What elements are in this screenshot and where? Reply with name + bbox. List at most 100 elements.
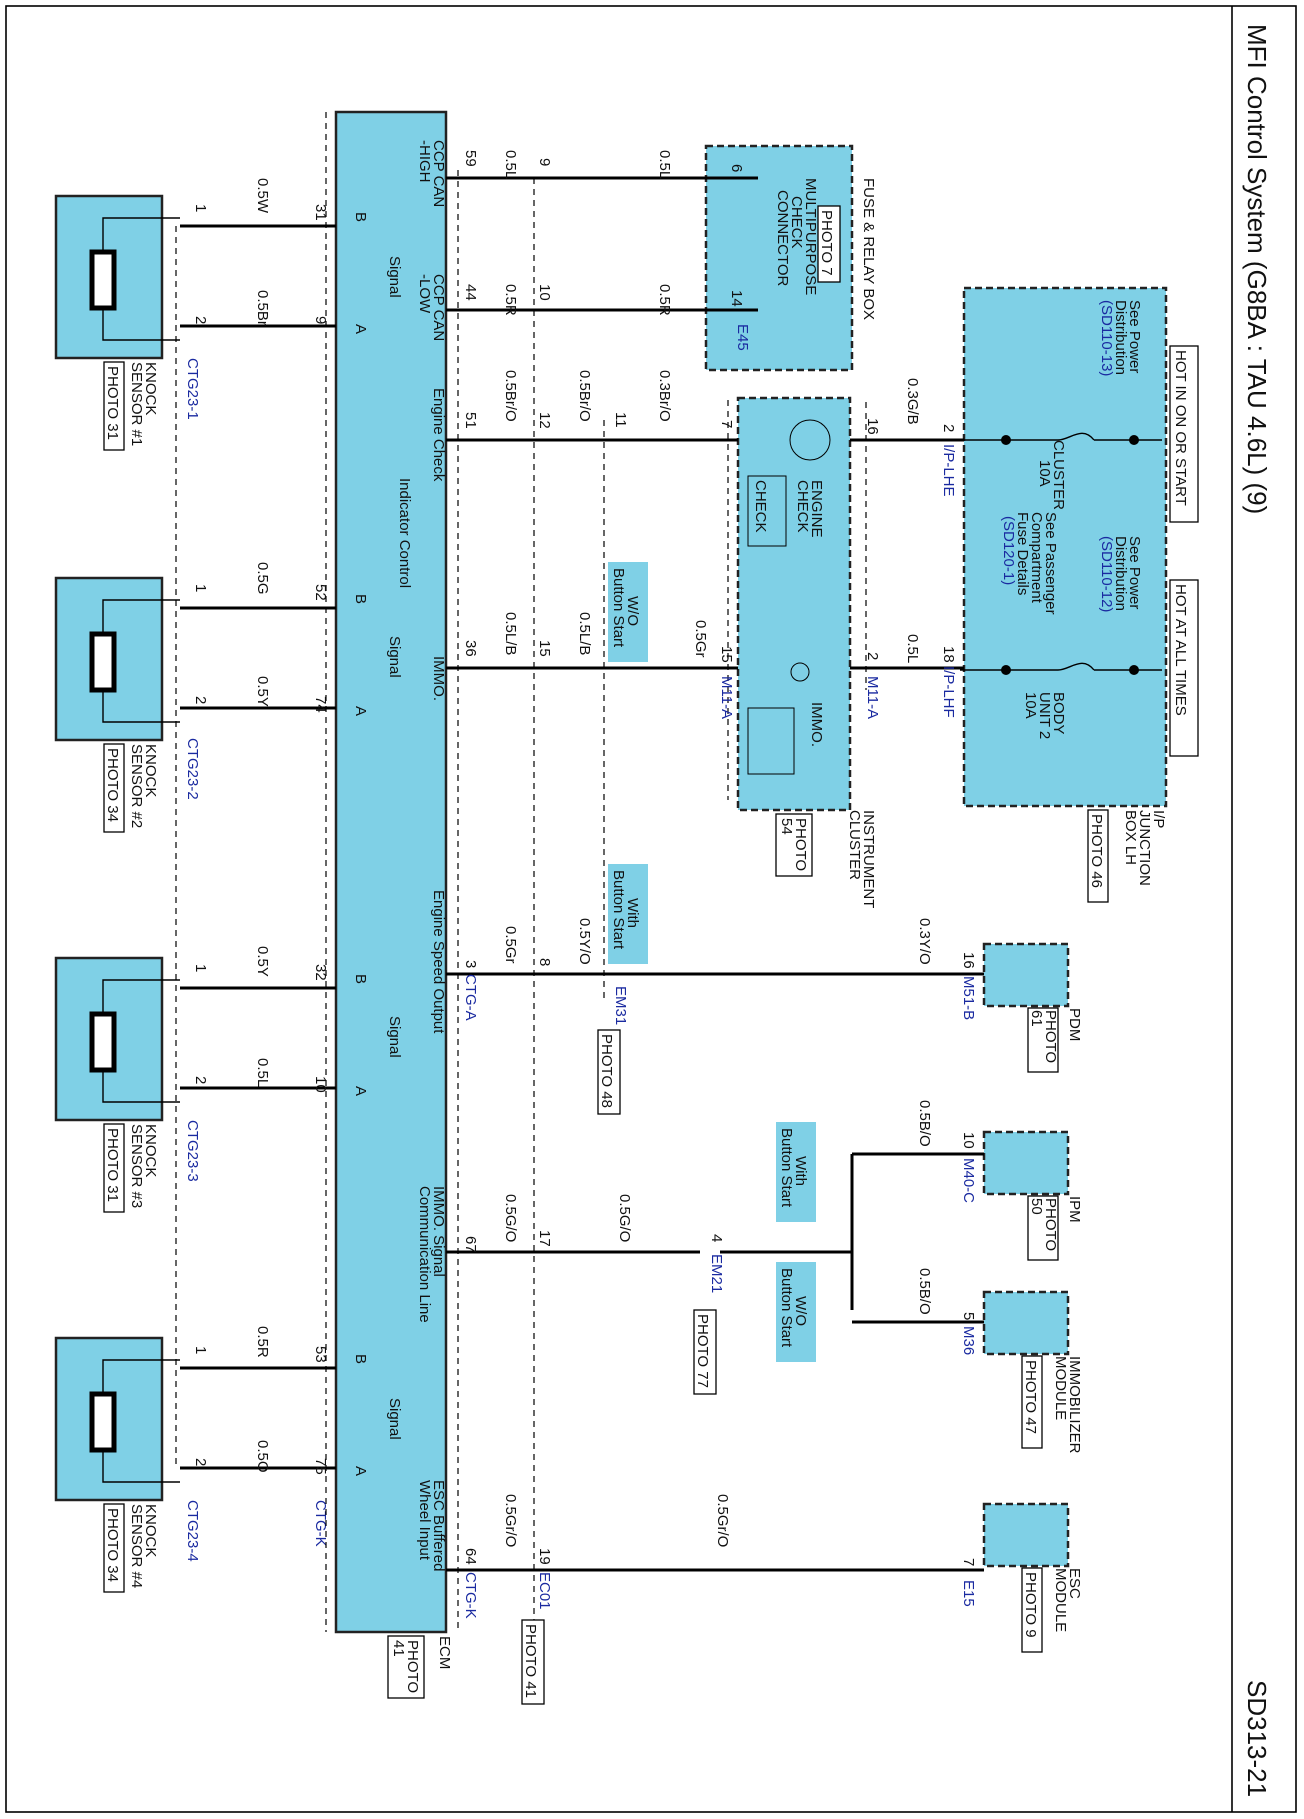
button-start-note-box: [608, 864, 648, 964]
check-connector-name-1: MULTIPURPOSE: [802, 178, 819, 295]
photo-tag-box: [597, 1029, 621, 1115]
pin-wire-label: 3: [462, 960, 479, 968]
pin-wire-label: 9: [312, 316, 329, 324]
cluster-name-2: CLUSTER: [846, 810, 863, 880]
pin-wire-label: B: [352, 974, 369, 984]
main-wiring: [446, 176, 984, 1572]
shield-lines: [175, 112, 867, 1632]
jb-name-1: I/P: [1150, 810, 1167, 828]
ref-sd110-12: (SD110-12): [1098, 536, 1115, 612]
pin-wire-label: 1: [192, 1346, 209, 1354]
pdm-photo-1: PHOTO: [1042, 1010, 1059, 1063]
knock-3-name-1: KNOCK: [142, 1124, 159, 1177]
pin-wire-label: 32: [312, 964, 329, 981]
pin-wire-label: 53: [312, 1346, 329, 1363]
ipm-photo-box: [1027, 1195, 1059, 1261]
cluster-photo-box: [775, 813, 813, 877]
connector-ctg23-1: CTG23-1: [184, 358, 201, 420]
immobilizer-photo-box: [1021, 1355, 1043, 1449]
pin-wire-label: 0.5L: [502, 150, 519, 179]
fuse-relay-box-label: FUSE & RELAY BOX: [860, 178, 877, 320]
cluster-fuse-name: CLUSTER: [1050, 440, 1067, 510]
junction-dot: [1129, 435, 1139, 445]
pin-wire-label: 0.3Br/O: [656, 370, 673, 422]
connector-code-label: E15: [960, 1580, 977, 1607]
distribution-2: Distribution: [1112, 536, 1129, 611]
button-start-note: Button Start: [610, 870, 627, 950]
knock-4-name-1: KNOCK: [142, 1504, 159, 1557]
pin-wire-label: 36: [462, 640, 479, 657]
connector-code-label: M40-C: [960, 1158, 977, 1203]
ecm-label-engine-check: Engine Check: [430, 388, 447, 482]
photo-tag-box: [693, 1309, 717, 1395]
connector-code-label: CTG-A: [462, 974, 479, 1021]
passenger-note-1: See Passenger: [1042, 512, 1059, 615]
pin-wire-label: 9: [536, 158, 553, 166]
button-start-note: With: [624, 898, 641, 928]
immobilizer-photo: PHOTO 47: [1022, 1360, 1039, 1434]
junction-dot: [1001, 435, 1011, 445]
engine-check-text-1: ENGINE: [808, 480, 825, 538]
photo-tag: PHOTO 48: [598, 1034, 615, 1108]
pin-wire-label: 0.5W: [254, 178, 271, 214]
jb-photo-box: [1087, 809, 1109, 903]
button-start-note: W/O: [624, 596, 641, 626]
pin-wire-label: 2: [192, 696, 209, 704]
ecm-label-esc-1: ESC Buffered: [430, 1480, 447, 1571]
pin-wire-label: 0.5Br: [254, 290, 271, 326]
pin-wire-label: 0.3G/B: [904, 378, 921, 425]
pin-wire-label: A: [352, 1466, 369, 1476]
ref-sd110-13: (SD110-13): [1098, 300, 1115, 376]
esc-photo-box: [1021, 1567, 1043, 1653]
pin-wire-label: A: [352, 1086, 369, 1096]
pin-wire-label: 4: [708, 1234, 725, 1242]
engine-check-lamp-icon: [789, 419, 831, 461]
pin-wire-label: 10: [960, 1132, 977, 1149]
pin-wire-label: 0.5G: [254, 562, 271, 595]
pin-wire-label: 1: [192, 204, 209, 212]
cluster-photo-2: 54: [778, 818, 795, 835]
ecm-label-immo-signal-2: Communication Line: [416, 1186, 433, 1323]
pin-wire-label: 0.5G/O: [502, 1194, 519, 1242]
hot-in-on-start-label: [1169, 345, 1199, 523]
ecm-label-ccp-high-1: CCP CAN: [430, 140, 447, 207]
connector-code-label: EM21: [708, 1254, 725, 1293]
page-title: MFI Control System (G8BA : TAU 4.6L) (9): [1242, 24, 1272, 514]
knock-4-name-2: SENSOR #4: [128, 1504, 145, 1588]
pin-wire-label: 0.3Y/O: [916, 918, 933, 965]
knock-4-photo: PHOTO 34: [104, 1508, 121, 1582]
pin-wire-label: 16: [864, 418, 881, 435]
pdm-name: PDM: [1066, 1008, 1083, 1041]
pin-wire-label: 0.5Gr: [692, 620, 709, 658]
connector-code-label: I/P-LHE: [940, 444, 957, 497]
ecm-photo-1: PHOTO: [404, 1640, 421, 1693]
signal-label-1: Signal: [386, 256, 403, 298]
pin-wire-label: 67: [462, 1236, 479, 1253]
pin-wire-label: 51: [462, 412, 479, 429]
knock-3-photo-box: [103, 1123, 125, 1213]
pin-wire-label: 64: [462, 1548, 479, 1565]
connector-code-label: M11-A: [864, 676, 881, 719]
esc-name-2: MODULE: [1052, 1568, 1069, 1632]
body-fuse-unit: UNIT 2: [1036, 692, 1053, 739]
pin-wire-label: 0.5R: [502, 284, 519, 316]
ipm-name: IPM: [1066, 1196, 1083, 1223]
photo-tag: PHOTO 77: [694, 1314, 711, 1388]
immobilizer-name-2: MODULE: [1052, 1356, 1069, 1420]
ecm-label-ccp-low-2: -LOW: [416, 274, 433, 314]
pin-wire-label: 0.5R: [254, 1326, 271, 1358]
connector-ctg23-2: CTG23-2: [184, 738, 201, 800]
pin-wire-label: 15: [718, 646, 735, 663]
ecm-name: ECM: [436, 1636, 453, 1669]
check-connector-name-3: CONNECTOR: [774, 190, 791, 287]
pin-wire-label: 0.5L/B: [502, 612, 519, 655]
signal-label-4: Signal: [386, 1398, 403, 1440]
see-power-1: See Power: [1126, 300, 1143, 373]
pin-wire-label: 0.5Y: [254, 676, 271, 707]
see-power-2: See Power: [1126, 536, 1143, 609]
knock-1-photo-box: [103, 361, 125, 451]
ecm-label-esc-2: Wheel Input: [416, 1480, 433, 1561]
pin-wire-label: 18: [940, 646, 957, 663]
